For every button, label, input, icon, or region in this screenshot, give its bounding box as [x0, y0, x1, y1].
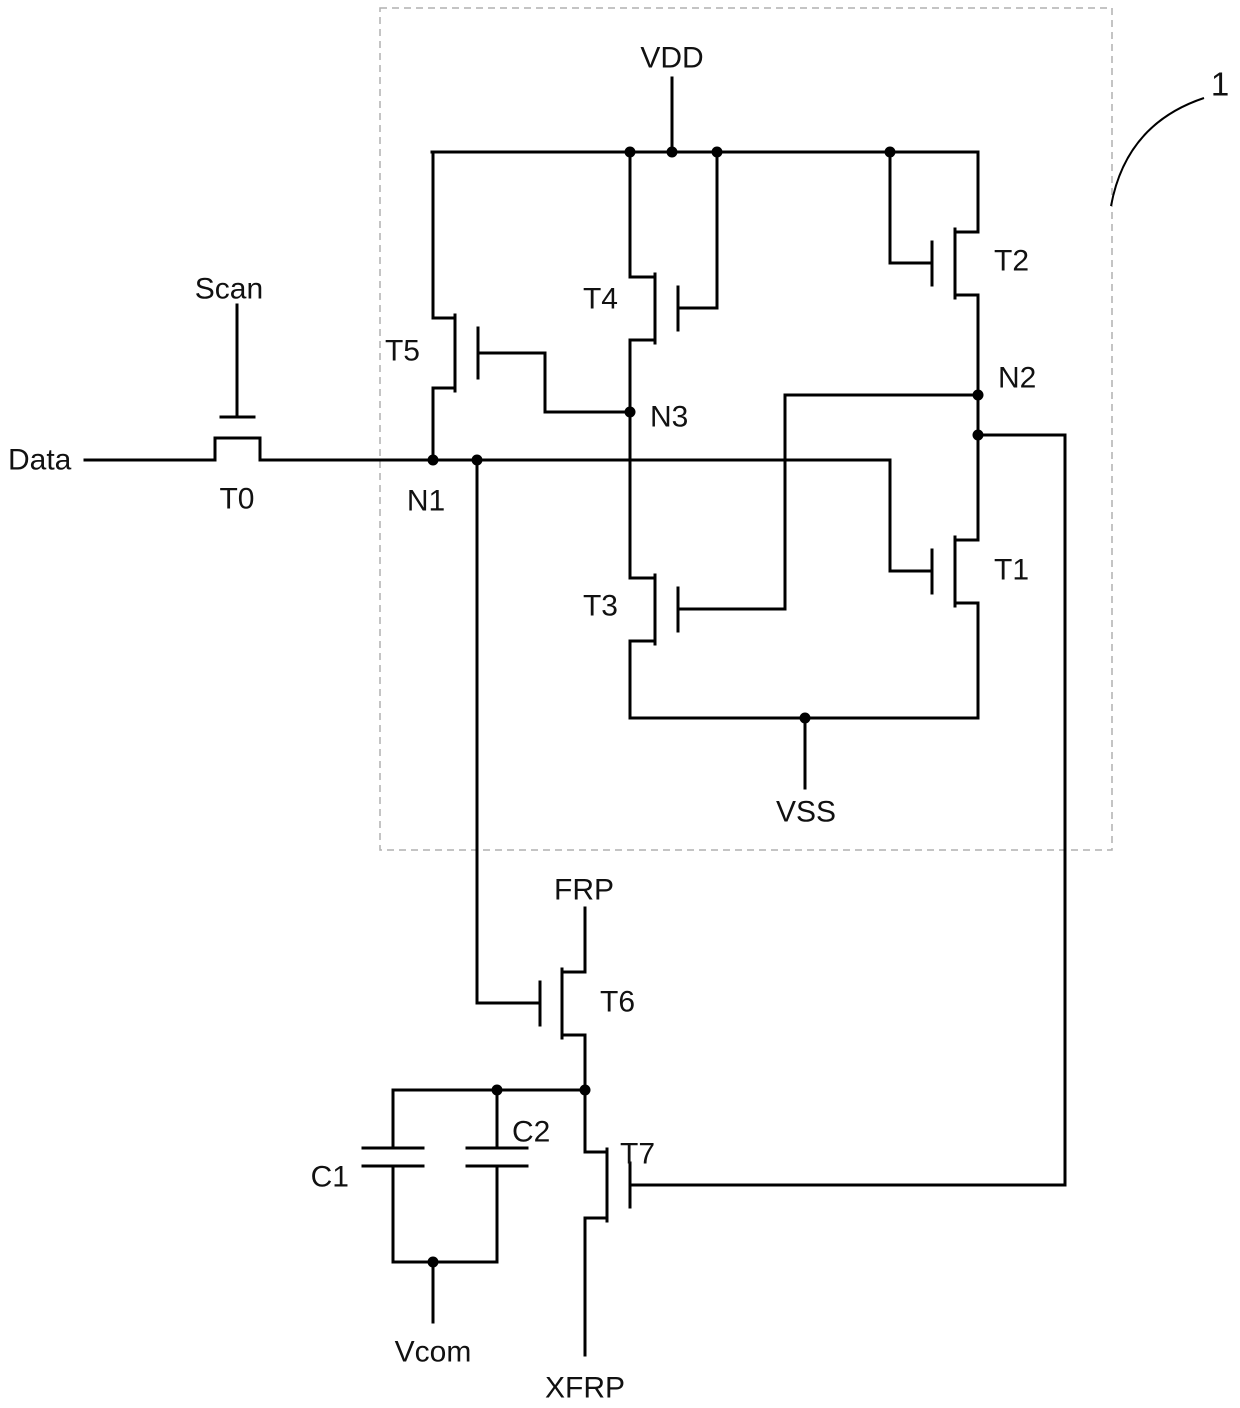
- t1-gate-wire: [888, 458, 934, 573]
- junction-dot: [579, 1084, 591, 1096]
- t4-label: T4: [583, 283, 618, 316]
- junction-dot: [491, 1084, 503, 1096]
- t3-gate-wire: [676, 393, 980, 611]
- junction-dots: [427, 146, 984, 1268]
- t3-label: T3: [583, 590, 618, 623]
- t3-source-lead: [628, 639, 657, 720]
- t2-label: T2: [994, 245, 1029, 278]
- t4-drain-lead: [628, 150, 657, 279]
- n1-label: N1: [407, 485, 445, 518]
- t5-label: T5: [385, 335, 420, 368]
- capacitor-c2: [465, 1088, 529, 1264]
- transistor-t2: [888, 150, 980, 542]
- vss-label: VSS: [776, 796, 836, 829]
- t2-gate-wire: [888, 150, 934, 265]
- data-label: Data: [8, 444, 72, 477]
- junction-dot-n2: [972, 389, 984, 401]
- t5-source-lead: [431, 386, 457, 462]
- t6-label: T6: [600, 986, 635, 1019]
- junction-dot: [972, 429, 984, 441]
- c2-label: C2: [512, 1116, 550, 1149]
- capacitor-c1: [361, 1088, 425, 1264]
- junction-dot: [666, 146, 678, 158]
- t4-source-lead: [628, 338, 657, 414]
- t6-source-lead: [560, 1033, 587, 1092]
- t0-label: T0: [219, 483, 254, 516]
- vdd-label: VDD: [640, 42, 703, 75]
- junction-dot: [711, 146, 723, 158]
- transistor-t0: [213, 303, 262, 462]
- junction-dot-n3: [624, 406, 636, 418]
- junction-dot-n1: [427, 454, 439, 466]
- t2-drain-lead: [953, 150, 980, 234]
- figure-callout-curve: [1110, 97, 1205, 207]
- figure-number-label: 1: [1211, 66, 1229, 103]
- vcom-label: Vcom: [395, 1336, 472, 1369]
- transistor-t4: [628, 150, 719, 414]
- junction-dot-vss: [799, 712, 811, 724]
- t7-drain-lead: [583, 1088, 609, 1154]
- c1-label: C1: [311, 1161, 349, 1194]
- t7-label: T7: [620, 1138, 655, 1171]
- t1-source-lead: [953, 601, 980, 720]
- circuit-block-boundary: [379, 7, 1113, 851]
- transistor-t6: [475, 906, 587, 1092]
- transistor-t7: [583, 1088, 1067, 1357]
- t7-source-lead: [583, 1216, 609, 1357]
- n3-label: N3: [650, 401, 688, 434]
- t6-drain-lead: [560, 906, 587, 974]
- t4-gate-wire: [676, 150, 719, 310]
- junction-dot: [884, 146, 896, 158]
- t5-drain-lead: [431, 150, 457, 320]
- n2-to-t7-wire: [976, 433, 1067, 1187]
- transistor-t1: [888, 458, 980, 720]
- frp-label: FRP: [554, 874, 614, 907]
- xfrp-label: XFRP: [545, 1372, 625, 1405]
- junction-dot-vcom: [427, 1256, 439, 1268]
- transistor-t3: [628, 393, 980, 720]
- t1-label: T1: [994, 554, 1029, 587]
- t5-gate-wire: [476, 351, 632, 414]
- scan-label: Scan: [195, 273, 263, 306]
- t2-source-lead: [953, 293, 980, 542]
- junction-dot: [624, 146, 636, 158]
- junction-dot: [471, 454, 483, 466]
- transistor-t5: [431, 150, 632, 462]
- t3-drain-lead: [628, 410, 657, 580]
- n2-label: N2: [998, 362, 1036, 395]
